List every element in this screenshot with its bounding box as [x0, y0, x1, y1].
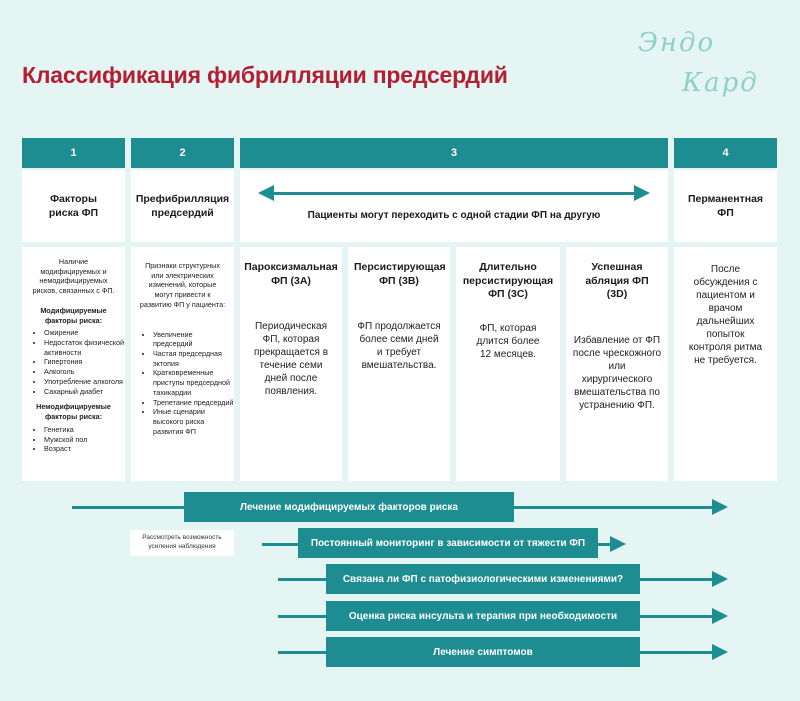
arrow-head-4-icon [712, 608, 728, 624]
modifiable-title: Модифицируемые факторы риска: [40, 305, 107, 325]
list-item: Частая предсердная эктопия [153, 349, 234, 368]
risk-factors-intro: Наличие модифицируемых и немодифицируемы… [32, 257, 115, 296]
list-item: Недостаток физической активности [44, 338, 125, 357]
prefibrillation-list: Увеличение предсердий Частая предсердная… [141, 330, 234, 437]
brand-logo: Эндо Кард [630, 28, 780, 118]
risk-factors-column: Наличие модифицируемых и немодифицируемы… [22, 247, 125, 481]
prefibrillation-column: Признаки структурных или электрических и… [131, 247, 234, 481]
stage-3-heading: Пациенты могут переходить с одной стадии… [240, 170, 668, 242]
substage-3b: Персистирующая ФП (3В) ФП продолжается б… [348, 247, 450, 481]
substage-3d-text: Избавление от ФП после чрескожного или х… [572, 334, 662, 411]
substage-3d-title: Успешная абляция ФП (3D) [585, 261, 649, 301]
list-item: Увеличение предсердий [153, 330, 234, 349]
modifiable-list: Ожирение Недостаток физической активност… [32, 328, 125, 396]
page-title: Классификация фибрилляции предсердий [22, 62, 508, 88]
substage-3d: Успешная абляция ФП (3D) Избавление от Ф… [566, 247, 668, 481]
list-item: Иные сценарии высокого риска развития ФП [153, 407, 234, 436]
list-item: Алкоголь [44, 367, 125, 377]
substage-3a-text: Периодическая ФП, которая прекращается в… [253, 321, 329, 398]
list-item: Употребление алкоголя [44, 377, 125, 387]
stage-1-heading-text: Факторы риска ФП [48, 192, 99, 219]
stage-2-heading-text: Префибрилляция предсердий [135, 192, 230, 219]
bidirectional-arrow-line [272, 192, 636, 195]
stage-4-header: 4 [674, 138, 777, 168]
treatment-bar-1: Лечение модифицируемых факторов риска [184, 492, 514, 522]
permanent-text: После обсуждения с пациентом и врачом да… [688, 264, 763, 366]
treatment-bar-3: Связана ли ФП с патофизиологическими изм… [326, 564, 640, 594]
logo-line-1: Эндо [638, 28, 716, 58]
substage-3b-text: ФП продолжается более семи дней и требуе… [357, 321, 441, 372]
substage-3a: Пароксизмальная ФП (3А) Периодическая ФП… [240, 247, 342, 481]
list-item: Возраст [44, 444, 125, 454]
treatment-bar-5: Лечение симптомов [326, 637, 640, 667]
arrow-head-5-icon [712, 644, 728, 660]
logo-line-2: Кард [682, 68, 759, 98]
stage-3-header: 3 [240, 138, 668, 168]
substage-3c-text: ФП, которая длится более 12 месяцев. [476, 322, 540, 360]
list-item: Генетика [44, 425, 125, 435]
stage-3-heading-text: Пациенты могут переходить с одной стадии… [307, 210, 601, 221]
stage-1-heading: Факторы риска ФП [22, 170, 125, 242]
list-item: Ожирение [44, 328, 125, 338]
nonmodifiable-list: Генетика Мужской пол Возраст [32, 425, 125, 454]
list-item: Сахарный диабет [44, 387, 125, 397]
substage-3c-title: Длительно персистирующая ФП (3С) [462, 261, 554, 301]
nonmodifiable-title: Немодифицируемые факторы риска: [36, 402, 111, 422]
list-item: Гипертония [44, 357, 125, 367]
stage-2-heading: Префибрилляция предсердий [131, 170, 234, 242]
arrow-head-1-icon [712, 499, 728, 515]
permanent-column: После обсуждения с пациентом и врачом да… [674, 247, 777, 481]
substage-3c: Длительно персистирующая ФП (3С) ФП, кот… [456, 247, 560, 481]
observation-note: Рассмотреть возможность усиления наблюде… [130, 530, 234, 556]
list-item: Кратковременные приступы предсердной тах… [153, 368, 234, 397]
stage-4-heading: Перманентная ФП [674, 170, 777, 242]
stage-4-heading-text: Перманентная ФП [687, 192, 764, 219]
list-item: Мужской пол [44, 435, 125, 445]
arrow-head-3-icon [712, 571, 728, 587]
stage-2-header: 2 [131, 138, 234, 168]
arrow-right-icon [634, 185, 650, 201]
list-item: Трепетание предсердий [153, 398, 234, 408]
substage-3b-title: Персистирующая ФП (3В) [354, 261, 446, 287]
treatment-bar-2: Постоянный мониторинг в зависимости от т… [298, 528, 598, 558]
stage-1-header: 1 [22, 138, 125, 168]
prefibrillation-intro: Признаки структурных или электрических и… [139, 261, 226, 309]
arrow-left-icon [258, 185, 274, 201]
substage-3a-title: Пароксизмальная ФП (3А) [244, 261, 338, 287]
arrow-head-2-icon [610, 536, 626, 552]
treatment-bar-4: Оценка риска инсульта и терапия при необ… [326, 601, 640, 631]
